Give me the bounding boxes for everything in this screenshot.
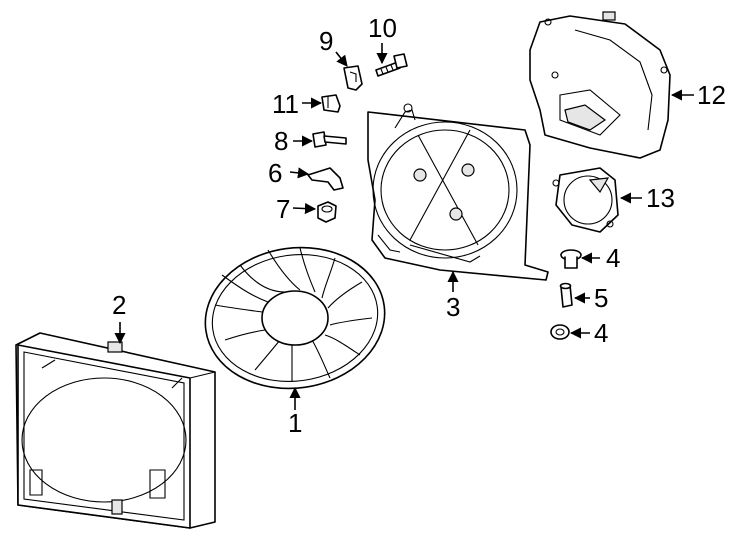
part-4-grommet-top bbox=[560, 249, 582, 269]
callout-7: 7 bbox=[276, 194, 290, 224]
callout-8: 8 bbox=[274, 126, 288, 156]
part-2-shroud-frame bbox=[15, 332, 216, 529]
callout-2: 2 bbox=[112, 290, 126, 320]
leader-lines bbox=[114, 43, 694, 410]
leader-7 bbox=[292, 202, 317, 215]
callout-4-top: 4 bbox=[606, 243, 620, 273]
part-6-bracket-clip bbox=[307, 167, 344, 191]
callout-3: 3 bbox=[446, 292, 460, 322]
callout-12: 12 bbox=[697, 80, 726, 110]
callout-1: 1 bbox=[288, 408, 302, 438]
part-13-plate bbox=[552, 167, 619, 233]
part-9-clip bbox=[343, 65, 363, 91]
callout-6: 6 bbox=[268, 158, 282, 188]
part-4-washer-bottom bbox=[550, 324, 570, 340]
callout-10: 10 bbox=[368, 13, 397, 43]
callout-11: 11 bbox=[272, 89, 299, 119]
part-8-screw bbox=[312, 131, 347, 148]
part-11-bracket bbox=[321, 94, 341, 113]
callout-13: 13 bbox=[646, 183, 675, 213]
part-7-nut bbox=[317, 201, 337, 223]
part-3-fan-shroud bbox=[367, 103, 549, 281]
part-5-pin bbox=[559, 282, 573, 308]
part-1-fan bbox=[204, 246, 386, 390]
leader-6 bbox=[289, 167, 310, 179]
leader-9 bbox=[335, 51, 348, 67]
callout-9: 9 bbox=[319, 26, 333, 56]
callout-4-bottom: 4 bbox=[594, 318, 608, 348]
part-10-bolt bbox=[375, 53, 408, 77]
part-12-cover bbox=[529, 11, 671, 159]
callout-5: 5 bbox=[594, 283, 608, 313]
